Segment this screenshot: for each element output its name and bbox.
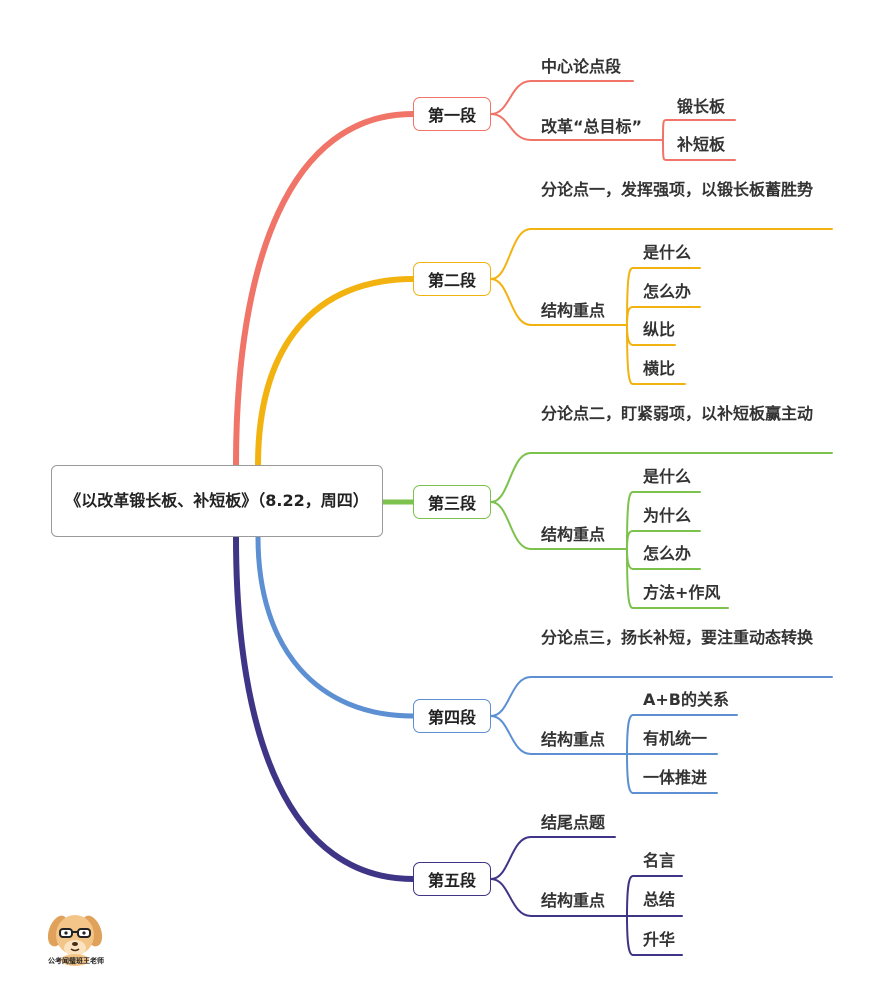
link-root-sec2 [255,276,416,468]
section-node-3[interactable]: 第三段 [413,485,491,519]
subtopic-3-2[interactable]: 为什么 [643,506,692,525]
section-node-5[interactable]: 第五段 [413,862,491,896]
subtopic-1-1[interactable]: 锻长板 [677,97,726,116]
subtopic-2-3[interactable]: 纵比 [643,320,676,339]
subtopic-4-1[interactable]: A+B的关系 [643,690,729,709]
section-label-2: 第二段 [427,271,476,290]
topic-sub-argument-1[interactable]: 分论点一，发挥强项，以锻长板蓄胜势 [541,180,814,199]
topic-structure-focus-3[interactable]: 结构重点 [541,525,606,544]
section-label-4: 第四段 [427,708,476,727]
section-node-2[interactable]: 第二段 [413,262,491,296]
link-root-sec5 [233,534,416,882]
link-root-sec4 [255,534,416,719]
subtopic-2-1[interactable]: 是什么 [643,243,692,262]
subtopic-4-3[interactable]: 一体推进 [643,768,708,787]
link-root-sec1 [233,111,416,468]
section-label-3: 第三段 [427,494,476,513]
subtopic-5-2[interactable]: 总结 [643,890,676,909]
subtopic-3-3[interactable]: 怎么办 [643,544,692,563]
topic-central-thesis[interactable]: 中心论点段 [541,57,622,76]
root-title: 《以改革锻长板、补短板》（8.22，周四） [65,491,369,510]
topic-conclusion[interactable]: 结尾点题 [541,813,606,832]
topic-reform-goal[interactable]: 改革“总目标” [541,117,643,136]
subtopic-4-2[interactable]: 有机统一 [643,729,708,748]
section-node-4[interactable]: 第四段 [413,699,491,733]
topic-structure-focus-2[interactable]: 结构重点 [541,301,606,320]
dog-mascot-icon [47,915,103,966]
section-node-1[interactable]: 第一段 [413,97,491,131]
section-label-5: 第五段 [427,871,476,890]
subtopic-2-4[interactable]: 横比 [643,359,676,378]
topic-sub-argument-2[interactable]: 分论点二，盯紧弱项，以补短板赢主动 [541,404,814,423]
subtopic-2-2[interactable]: 怎么办 [643,282,692,301]
subtopic-3-1[interactable]: 是什么 [643,467,692,486]
subtopic-3-4[interactable]: 方法+作风 [643,583,721,602]
subtopic-5-1[interactable]: 名言 [643,851,676,870]
topic-sub-argument-3[interactable]: 分论点三，扬长补短，要注重动态转换 [541,628,814,647]
topic-structure-focus-5[interactable]: 结构重点 [541,891,606,910]
section-label-1: 第一段 [427,106,476,125]
subtopic-5-3[interactable]: 升华 [643,930,676,949]
watermark-text: 公考闻璧班王老师 [48,957,104,965]
topic-structure-focus-4[interactable]: 结构重点 [541,730,606,749]
root-topic[interactable]: 《以改革锻长板、补短板》（8.22，周四） [51,465,383,537]
subtopic-1-2[interactable]: 补短板 [677,135,726,154]
